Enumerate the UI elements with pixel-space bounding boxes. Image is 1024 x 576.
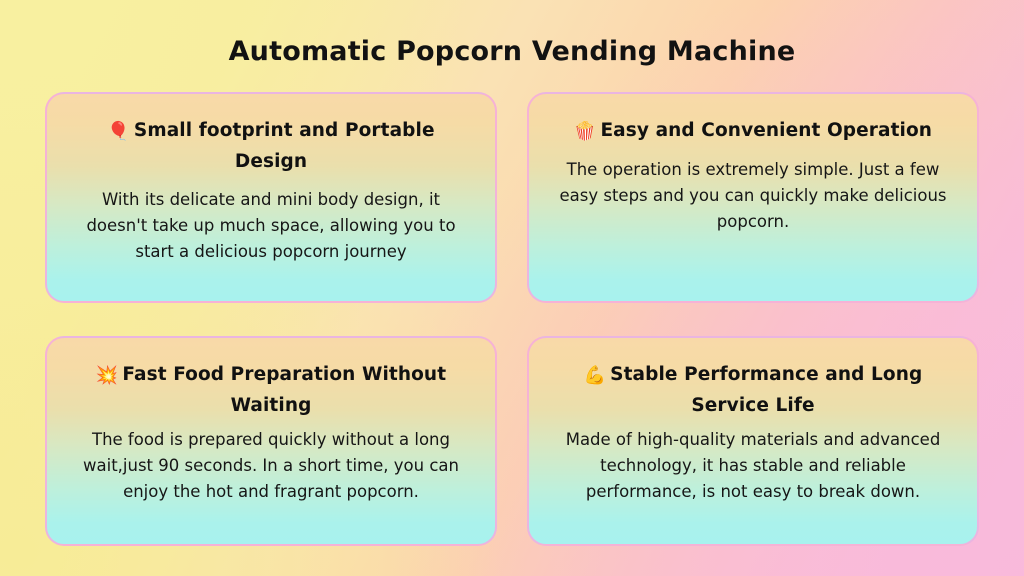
card-heading: 🎈Small footprint and Portable Design [69,116,473,177]
card-body-text: With its delicate and mini body design, … [86,190,456,261]
feature-card-fast-preparation: 💥Fast Food Preparation Without Waiting T… [45,335,497,546]
card-heading: 💥Fast Food Preparation Without Waiting [69,360,473,421]
page-title: Automatic Popcorn Vending Machine [228,36,796,67]
card-body-text: Made of high-quality materials and advan… [565,429,941,501]
feature-card-stable-performance: 💪Stable Performance and Long Service Lif… [527,335,979,546]
flexed-biceps-icon: 💪 [583,364,607,386]
feature-card-small-footprint: 🎈Small footprint and Portable Design Wit… [45,92,497,303]
feature-card-grid: 🎈Small footprint and Portable Design Wit… [45,92,979,546]
card-heading-text: Easy and Convenient Operation [600,120,933,141]
collision-icon: 💥 [95,364,119,386]
feature-card-easy-operation: 🍿Easy and Convenient Operation The opera… [527,92,979,303]
card-body-text: The operation is extremely simple. Just … [559,160,947,231]
popcorn-icon: 🍿 [573,121,597,142]
balloon-icon: 🎈 [107,121,130,142]
card-heading-text: Stable Performance and Long Service Life [610,363,923,416]
card-body-text: The food is prepared quickly without a l… [83,429,459,501]
card-heading: 🍿Easy and Convenient Operation [551,116,955,147]
card-heading-text: Small footprint and Portable Design [133,120,435,172]
card-heading-text: Fast Food Preparation Without Waiting [122,363,447,416]
card-heading: 💪Stable Performance and Long Service Lif… [551,360,955,421]
